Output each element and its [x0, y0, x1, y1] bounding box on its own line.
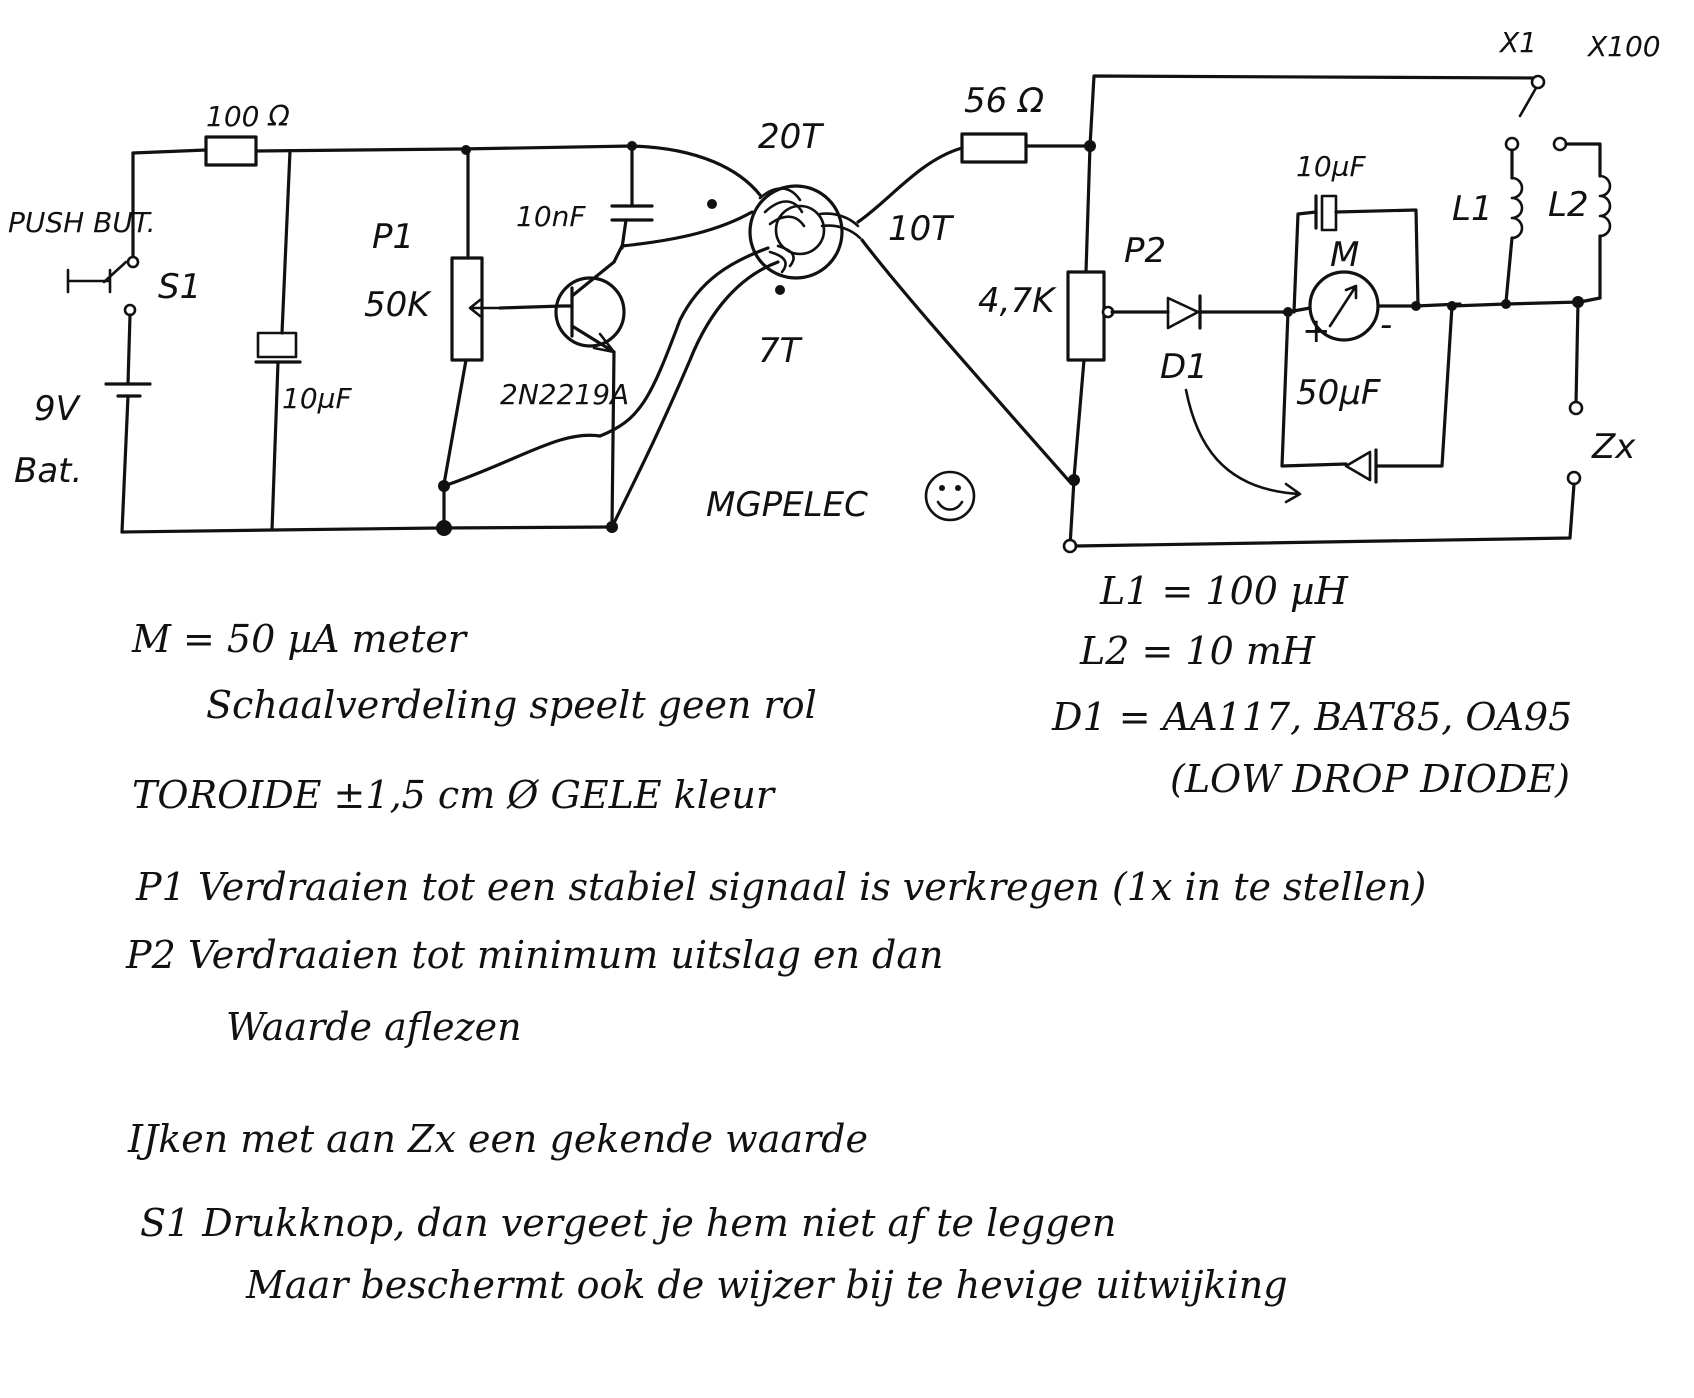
potentiometer-p2: [1062, 144, 1115, 554]
capacitor-10nf: [610, 144, 654, 250]
note-p2-line-1: P2 Verdraaien tot minimum uitslag en dan: [125, 933, 943, 977]
switch-s1: [66, 255, 140, 317]
label-cap-10uf-right: 10µF: [1296, 150, 1366, 183]
label-meter: M: [1330, 235, 1359, 275]
note-toroide: TOROIDE ±1,5 cm Ø GELE kleur: [132, 773, 777, 817]
label-cap-10uf-left: 10µF: [282, 382, 352, 415]
parts-l1: L1 = 100 µH: [1099, 569, 1349, 613]
label-range-x100: X100: [1586, 30, 1661, 63]
notes: M = 50 µA meter Schaalverdeling speelt g…: [125, 617, 1426, 1307]
note-p2-line-2: Waarde aflezen: [226, 1005, 522, 1049]
detector-circuit: [856, 74, 1612, 554]
label-cap-10nf: 10nF: [516, 200, 586, 233]
note-meter-line-1: M = 50 µA meter: [131, 617, 469, 661]
battery-9v: [104, 382, 152, 398]
label-winding-20t: 20T: [758, 117, 824, 157]
capacitor-10uf-right: [1292, 194, 1420, 314]
label-transistor: 2N2219A: [500, 378, 629, 411]
label-p2: P2: [1124, 231, 1166, 271]
parts-l2: L2 = 10 mH: [1079, 629, 1316, 673]
label-author: MGPELEC: [706, 485, 868, 525]
label-r-56: 56 Ω: [964, 81, 1044, 121]
label-d1: D1: [1160, 347, 1208, 387]
inductor-l2: [1564, 142, 1612, 300]
resistor-100-ohm: [204, 135, 258, 167]
label-push-button: PUSH BUT.: [8, 206, 156, 239]
label-winding-10t: 10T: [888, 209, 954, 249]
label-p1: P1: [372, 217, 414, 257]
label-s1: S1: [158, 267, 201, 307]
label-l2: L2: [1548, 185, 1589, 225]
toroid-transformer: [748, 184, 862, 280]
note-meter-line-2: Schaalverdeling speelt geen rol: [206, 683, 817, 727]
resistor-56-ohm: [960, 132, 1028, 164]
transistor-2n2219a: [554, 260, 626, 354]
label-r-100: 100 Ω: [206, 100, 290, 133]
oscillator-circuit: [66, 135, 785, 536]
label-battery-bat: Bat.: [14, 451, 82, 491]
note-s1-line-2: Maar beschermt ook de wijzer bij te hevi…: [245, 1263, 1288, 1307]
label-meter-plus: +: [1302, 311, 1331, 351]
note-ijken: IJken met aan Zx een gekende waarde: [127, 1117, 868, 1161]
label-winding-7t: 7T: [758, 331, 803, 371]
capacitor-10uf-left: [254, 149, 302, 532]
label-zx: Zx: [1591, 427, 1636, 467]
label-p2-value: 4,7K: [978, 281, 1057, 321]
potentiometer-p1: [436, 148, 502, 536]
protection-diode: [1344, 448, 1378, 484]
component-labels: 100 Ω PUSH BUT. S1 9V Bat. 10µF P1 50K 1…: [8, 26, 1661, 525]
label-meter-minus: -: [1380, 305, 1392, 345]
note-s1-line-1: S1 Drukknop, dan vergeet je hem niet af …: [140, 1201, 1116, 1245]
diode-d1: [1166, 294, 1202, 330]
label-p1-value: 50K: [364, 285, 432, 325]
inductor-l1: [1504, 148, 1524, 304]
smiley-icon: [924, 470, 976, 522]
note-p1: P1 Verdraaien tot een stabiel signaal is…: [135, 865, 1426, 909]
parts-d1: D1 = AA117, BAT85, OA95: [1051, 695, 1572, 739]
label-l1: L1: [1452, 189, 1493, 229]
label-cap-50uf: 50µF: [1296, 373, 1381, 413]
parts-d1-note: (LOW DROP DIODE): [1170, 757, 1570, 801]
parts-list: L1 = 100 µH L2 = 10 mH D1 = AA117, BAT85…: [1051, 569, 1572, 801]
label-range-x1: X1: [1498, 26, 1537, 59]
label-battery-9v: 9V: [34, 389, 82, 429]
